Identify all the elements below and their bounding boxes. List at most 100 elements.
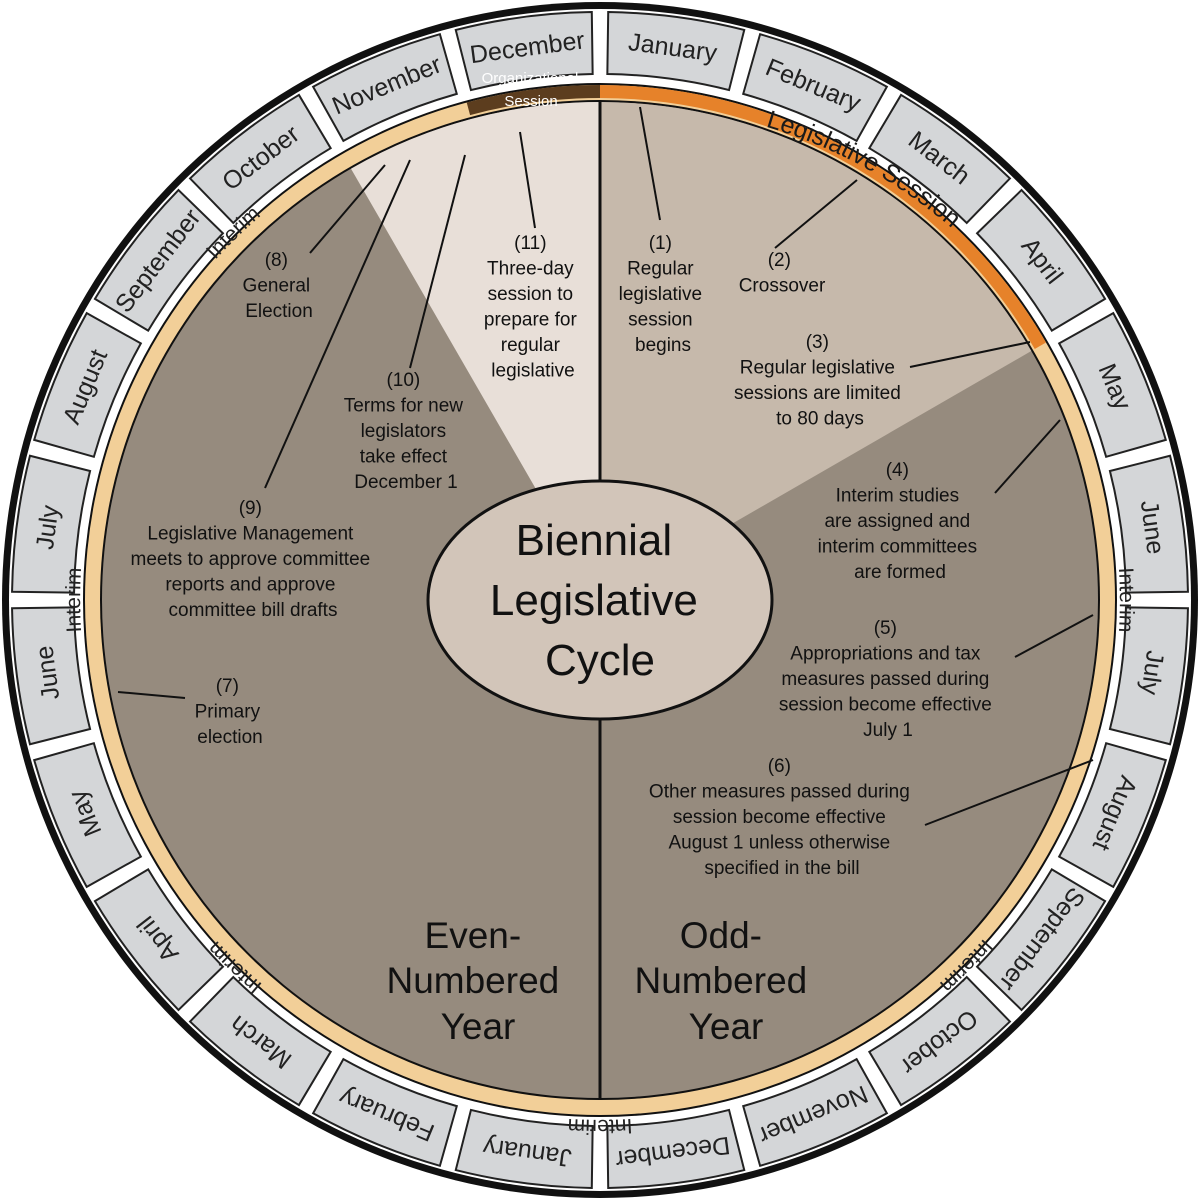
center-ellipse: [426, 479, 774, 721]
leader-lines: [117, 106, 1094, 826]
month-cell-22: [188, 93, 333, 225]
event-9-line-3: reports and approve: [165, 575, 335, 596]
organizational-wedge: [351, 102, 600, 600]
event-7-line-2: election: [197, 727, 263, 748]
event-1-line-4: begins: [635, 335, 691, 356]
even-year-line-3: Year: [441, 1006, 516, 1047]
event-5-line-3: session become effective: [779, 695, 992, 716]
event-7-line-1: Primary: [195, 702, 261, 723]
event-5-number: (5): [874, 618, 897, 639]
title-line-3: Cycle: [545, 636, 655, 685]
event-9-line-1: Legislative Management: [147, 524, 354, 545]
event-8: (8) General Election: [243, 250, 316, 322]
month-cell-24: [454, 11, 594, 92]
event-4-number: (4): [886, 460, 909, 481]
leader-line-10: [409, 154, 466, 369]
month-label-6: June: [1135, 499, 1170, 556]
organizational-session-label-1: Organizational: [482, 70, 579, 87]
event-8-line-2: Election: [245, 301, 313, 322]
diagram-title: Biennial Legislative Cycle: [490, 516, 710, 685]
leader-line-3: [909, 341, 1031, 368]
month-cell-3: [867, 93, 1012, 225]
event-10-line-3: take effect: [360, 447, 448, 468]
month-label-19: July: [31, 503, 65, 551]
event-2-line-1: Crossover: [739, 276, 826, 297]
title-line-1: Biennial: [516, 516, 673, 565]
event-3: (3) Regular legislative sessions are lim…: [734, 332, 906, 430]
leader-line-2: [774, 179, 858, 249]
leader-line-6: [924, 759, 1094, 826]
event-4-line-2: are assigned and: [824, 511, 970, 532]
leader-line-1: [639, 106, 661, 221]
event-10-line-1: Terms for new: [344, 396, 464, 417]
leader-line-9: [264, 159, 411, 489]
leader-line-5: [1014, 614, 1094, 658]
month-cell-11: [741, 1057, 889, 1168]
month-cell-13: [454, 1108, 594, 1189]
interim-label-right: Interim: [1114, 567, 1138, 633]
event-5-line-4: July 1: [863, 720, 913, 741]
month-cell-12: [606, 1108, 746, 1189]
event-11-line-4: regular: [501, 335, 561, 356]
month-label-7: July: [1135, 649, 1169, 697]
month-cell-14: [311, 1057, 459, 1168]
event-1-number: (1): [649, 233, 672, 254]
event-6-line-4: specified in the bill: [704, 858, 859, 879]
event-2-number: (2): [768, 250, 791, 271]
event-3-line-3: to 80 days: [776, 409, 864, 430]
month-cell-16: [93, 867, 225, 1012]
event-4-line-4: are formed: [854, 562, 946, 583]
title-line-2: Legislative: [490, 576, 698, 625]
event-6-line-2: session become effective: [673, 807, 886, 828]
event-8-number: (8): [265, 250, 288, 271]
leader-line-8: [309, 164, 386, 254]
event-7: (7) Primary election: [195, 676, 266, 748]
interim-label-left: Interim: [62, 567, 86, 633]
month-cell-2: [741, 32, 889, 143]
month-cell-6: [1108, 454, 1189, 594]
leader-line-11: [519, 131, 536, 229]
month-cell-19: [11, 454, 92, 594]
event-9-line-4: committee bill drafts: [169, 600, 338, 621]
even-year-line-1: Even-: [425, 915, 522, 956]
event-5-line-2: measures passed during: [781, 669, 989, 690]
month-cell-17: [32, 741, 143, 889]
event-1-line-3: session: [628, 310, 692, 331]
event-3-number: (3): [806, 332, 829, 353]
event-3-line-2: sessions are limited: [734, 383, 901, 404]
month-cell-23: [311, 32, 459, 143]
event-4: (4) Interim studies are assigned and int…: [818, 460, 983, 583]
month-cell-7: [1108, 606, 1189, 746]
event-4-line-3: interim committees: [818, 537, 977, 558]
event-6-line-1: Other measures passed during: [649, 782, 910, 803]
event-10-number: (10): [386, 370, 420, 391]
month-cell-5: [1057, 311, 1168, 459]
event-8-line-1: General: [243, 276, 311, 297]
leader-line-7: [117, 691, 186, 699]
leader-line-4: [994, 419, 1061, 494]
event-5: (5) Appropriations and tax measures pass…: [779, 618, 997, 741]
month-cell-9: [975, 867, 1107, 1012]
event-11-line-1: Three-day: [487, 259, 574, 280]
event-5-line-1: Appropriations and tax: [790, 644, 981, 665]
event-11-line-5: legislative: [491, 361, 574, 382]
month-cell-15: [188, 975, 333, 1107]
event-1: (1) Regular legislative session begins: [619, 233, 708, 356]
event-1-line-2: legislative: [619, 284, 702, 305]
event-6-line-3: August 1 unless otherwise: [668, 833, 890, 854]
event-6: (6) Other measures passed during session…: [649, 756, 915, 879]
event-11-number: (11): [514, 233, 546, 254]
month-cell-18: [11, 606, 92, 746]
even-year-line-2: Numbered: [386, 960, 559, 1001]
event-10: (10) Terms for new legislators take effe…: [344, 370, 469, 493]
month-cell-4: [975, 188, 1107, 333]
legislative-session-band: [600, 85, 1047, 349]
event-3-line-1: Regular legislative: [740, 358, 895, 379]
event-11: (11) Three-day session to prepare for re…: [484, 233, 582, 382]
event-11-line-3: prepare for: [484, 310, 578, 331]
organizational-session-label-2: Session: [504, 93, 557, 110]
even-year-label: Even- Numbered Year: [386, 915, 569, 1047]
odd-year-line-2: Numbered: [634, 960, 807, 1001]
event-6-number: (6): [768, 756, 791, 777]
